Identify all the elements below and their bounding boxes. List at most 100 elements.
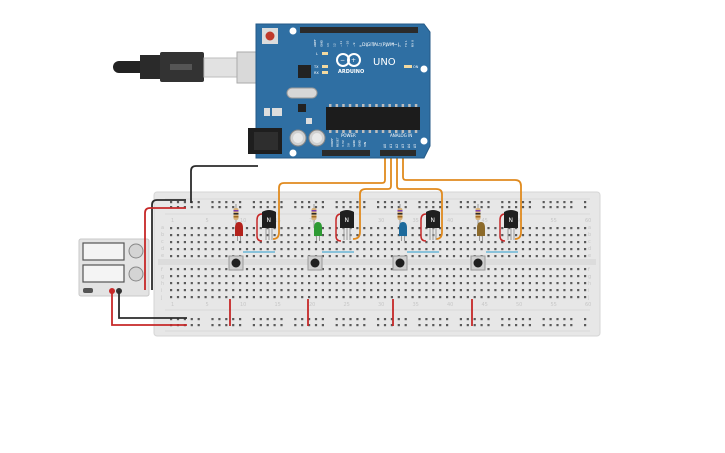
supply-display-voltage [82, 242, 125, 261]
wire-red-supply-top[interactable] [144, 207, 186, 290]
column-number: 45 [482, 218, 488, 224]
supply-switch[interactable] [83, 288, 93, 293]
wire-orange-a0[interactable] [272, 152, 386, 240]
digital-pin-label: ~5 [378, 42, 382, 47]
column-number: 1 [171, 302, 174, 308]
current-knob[interactable] [128, 266, 144, 282]
column-number: 55 [551, 302, 557, 308]
transistor-icon[interactable]: N [340, 210, 354, 240]
led-icon[interactable] [477, 222, 485, 241]
row-letter: c [161, 239, 164, 245]
push-button-icon[interactable] [307, 255, 323, 271]
led-label-rx: RX [314, 71, 319, 75]
led-icon[interactable] [235, 222, 243, 241]
digital-header[interactable] [300, 27, 418, 33]
push-button-icon[interactable] [392, 255, 408, 271]
digital-pin-label: 13 [326, 43, 330, 47]
row-letter: j [160, 295, 162, 301]
digital-pin-label: ~6 [372, 42, 376, 47]
voltage-knob[interactable] [128, 243, 144, 259]
svg-text:+: + [351, 57, 356, 64]
wire-red-loop[interactable] [256, 213, 263, 242]
column-number: 5 [206, 302, 209, 308]
column-number: 50 [516, 302, 522, 308]
usb-cable-icon[interactable] [113, 51, 280, 84]
row-letter: d [588, 246, 591, 252]
wire-orange-a2[interactable] [396, 152, 443, 240]
analog-header[interactable] [380, 150, 416, 156]
column-number: 15 [275, 218, 281, 224]
column-number: 20 [309, 302, 315, 308]
row-letter: i [588, 288, 589, 294]
analog-pin-label: A1 [389, 144, 393, 148]
row-letter: c [588, 239, 591, 245]
digital-pin-label: 2 [398, 45, 402, 47]
power-header[interactable] [322, 150, 370, 156]
column-number: 50 [516, 218, 522, 224]
power-label: POWER [341, 133, 356, 138]
transistor-label: N [431, 217, 436, 224]
transistor-icon[interactable]: N [262, 210, 276, 240]
transistor-icon[interactable]: N [504, 210, 518, 240]
transistor-label: N [345, 217, 350, 224]
row-letter: i [161, 288, 162, 294]
supply-display-current [82, 264, 125, 283]
arduino-logo-icon: − + [336, 53, 361, 67]
led-icon[interactable] [399, 222, 407, 241]
row-letter: g [161, 274, 164, 280]
row-letter: d [161, 246, 164, 252]
transistor-icon[interactable]: N [426, 210, 440, 240]
power-pin-label: 5V [347, 142, 351, 147]
row-letter: b [588, 232, 591, 238]
led-icon[interactable] [314, 222, 322, 241]
row-letter: f [588, 267, 590, 273]
column-number: 10 [240, 218, 246, 224]
column-number: 35 [413, 218, 419, 224]
breadboard[interactable]: a b c d e f g h i j a b c d e f g h i j … [153, 191, 601, 337]
power-pin-label: RESET [336, 137, 340, 147]
digital-pin-label: 8 [359, 45, 363, 47]
power-supply[interactable] [78, 238, 150, 297]
digital-pin-label: ~10 [346, 41, 350, 47]
digital-pin-label: ~11 [339, 41, 343, 47]
power-pin-label: GND [352, 139, 356, 147]
wire-black-supply[interactable] [118, 291, 187, 319]
digital-pin-label: 12 [333, 43, 337, 47]
power-pin-label: 3.3V [341, 139, 345, 147]
column-number: 25 [344, 302, 350, 308]
board-model-label: UNO [373, 57, 396, 68]
digital-pin-label: ~3 [391, 42, 395, 47]
wire-black-supply-top[interactable] [151, 199, 186, 290]
wire-black-gnd[interactable] [190, 165, 258, 203]
analog-label: ANALOG IN [390, 133, 412, 138]
column-number: 40 [447, 218, 453, 224]
resistor-icon[interactable] [311, 204, 317, 228]
wire-orange-a1[interactable] [352, 152, 392, 240]
digital-pin-label: TX 1 [404, 40, 408, 48]
column-number: 35 [413, 302, 419, 308]
transistor-label: N [267, 217, 272, 224]
column-number: 10 [240, 302, 246, 308]
wire-red-supply[interactable] [111, 291, 187, 326]
analog-pin-label: A5 [413, 144, 417, 148]
row-letter: j [587, 295, 589, 301]
push-button-icon[interactable] [470, 255, 486, 271]
wires[interactable] [111, 152, 522, 326]
column-number: 60 [585, 302, 591, 308]
wire-red-loop[interactable] [499, 213, 506, 242]
wire-red-loop[interactable] [420, 213, 427, 242]
row-letter: h [161, 281, 164, 287]
wire-red-loop[interactable] [335, 213, 342, 242]
resistor-icon[interactable] [475, 204, 481, 228]
analog-pin-label: A0 [383, 144, 387, 148]
wire-orange-a3[interactable] [402, 152, 522, 240]
analog-pin-label: A2 [395, 144, 399, 148]
column-number: 55 [551, 218, 557, 224]
power-pin-label: IOREF [330, 138, 334, 147]
dc-jack-icon[interactable] [248, 128, 282, 154]
column-number: 30 [378, 218, 384, 224]
digital-pin-label: ~9 [352, 42, 356, 47]
push-button-icon[interactable] [228, 255, 244, 271]
